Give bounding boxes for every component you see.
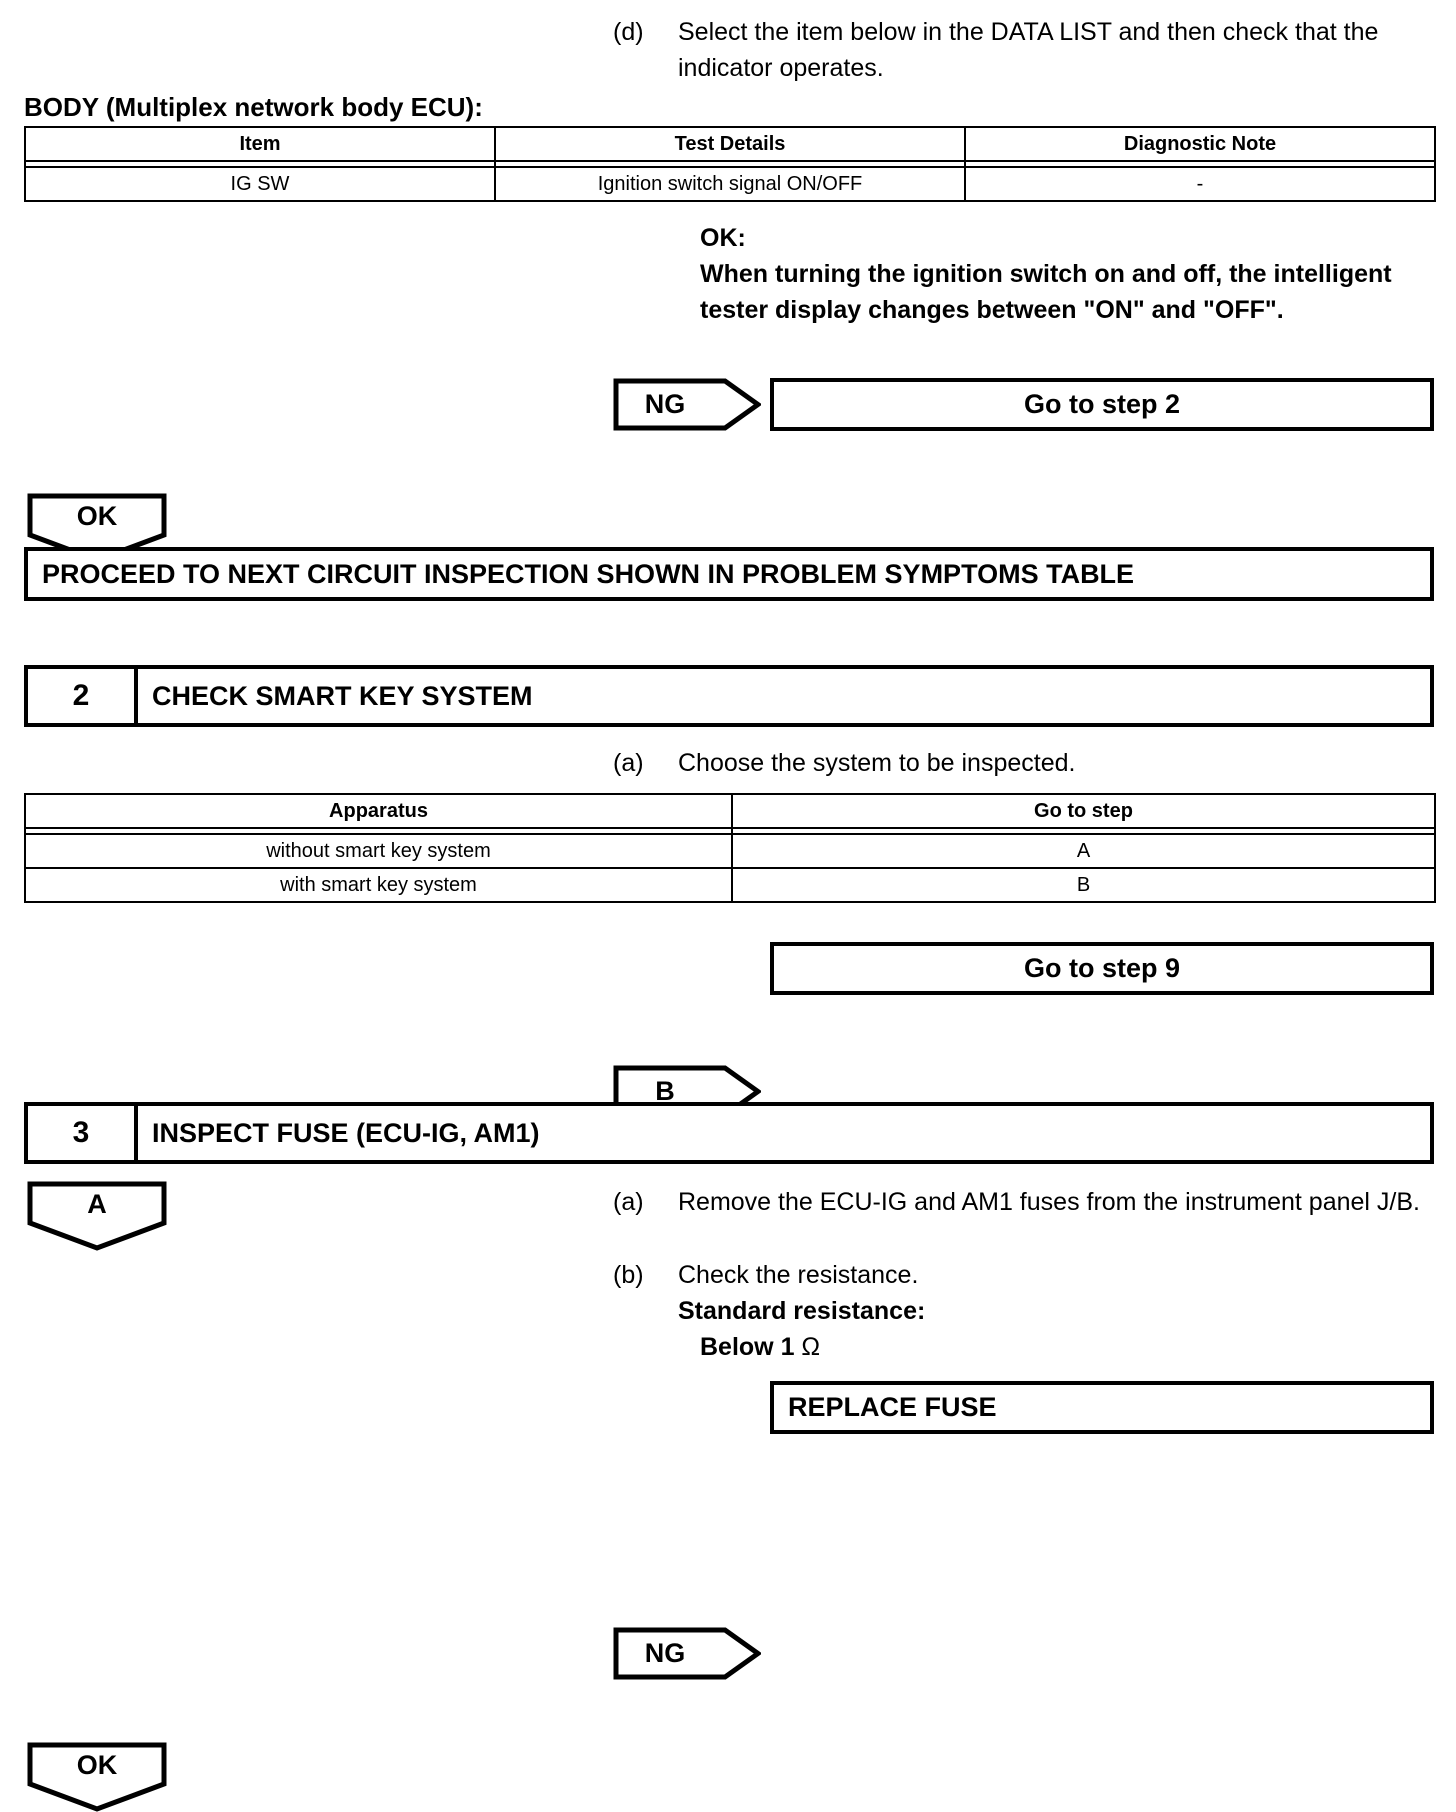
table-separator: [964, 161, 1436, 168]
body-data-list-table: Item Test Details Diagnostic Note IG SW …: [24, 126, 1436, 202]
ohm-symbol: Ω: [801, 1333, 821, 1361]
table-row: without smart key system A: [24, 833, 1436, 869]
table-row: IG SW Ignition switch signal ON/OFF -: [24, 166, 1436, 202]
ok-branch-label: OK: [76, 500, 118, 531]
ng-branch-label: NG: [644, 389, 686, 419]
a-branch-arrow: A: [27, 1181, 167, 1251]
ok-criteria-text: When turning the ignition switch on and …: [700, 260, 1399, 324]
standard-resistance-value: Below 1 Ω: [700, 1329, 820, 1365]
table-header-cell: Item: [24, 126, 496, 162]
a-branch-label: A: [87, 1188, 107, 1219]
step3-ng-branch-label: NG: [644, 1638, 686, 1668]
step3-title: INSPECT FUSE (ECU-IG, AM1): [152, 1117, 540, 1148]
step3-ng-branch-arrow: NG: [613, 1627, 761, 1680]
step1-instruction-marker: (d): [613, 18, 644, 46]
table-cell: -: [964, 166, 1436, 202]
step3-instruction-b-text: Check the resistance.: [678, 1261, 919, 1289]
apparatus-table: Apparatus Go to step without smart key s…: [24, 793, 1436, 903]
table-cell: with smart key system: [24, 867, 733, 903]
replace-fuse-box: REPLACE FUSE: [770, 1381, 1434, 1434]
step2-number: 2: [28, 669, 138, 723]
table-header-cell: Diagnostic Note: [964, 126, 1436, 162]
standard-resistance-label: Standard resistance:: [678, 1297, 926, 1325]
table-cell: IG SW: [24, 166, 496, 202]
standard-resistance-number: Below 1: [700, 1333, 802, 1361]
table-row: with smart key system B: [24, 867, 1436, 903]
table-cell: B: [731, 867, 1436, 903]
pentagon-down-icon: [27, 1181, 167, 1251]
step3-ok-branch-label: OK: [76, 1749, 118, 1780]
ng-result-box-step2: Go to step 2: [770, 378, 1434, 431]
table-cell: without smart key system: [24, 833, 733, 869]
body-table-caption: BODY (Multiplex network body ECU):: [24, 92, 483, 122]
ng-branch-arrow: NG: [613, 378, 761, 431]
step3-number: 3: [28, 1106, 138, 1160]
step2-header: 2 CHECK SMART KEY SYSTEM: [24, 665, 1434, 727]
table-header-cell: Go to step: [731, 793, 1436, 829]
step3-instruction-a-marker: (a): [613, 1188, 644, 1216]
table-separator: [24, 161, 496, 168]
table-header-cell: Test Details: [494, 126, 966, 162]
step3-instruction-a-text: Remove the ECU-IG and AM1 fuses from the…: [678, 1188, 1420, 1216]
proceed-next-inspection-box: PROCEED TO NEXT CIRCUIT INSPECTION SHOWN…: [24, 547, 1434, 601]
table-cell: Ignition switch signal ON/OFF: [494, 166, 966, 202]
step2-title: CHECK SMART KEY SYSTEM: [152, 680, 533, 711]
ok-criteria-label: OK:: [700, 224, 746, 252]
table-header-cell: Apparatus: [24, 793, 733, 829]
step2-instruction-marker: (a): [613, 749, 644, 777]
step3-ok-branch-arrow: OK: [27, 1742, 167, 1812]
step3-header: 3 INSPECT FUSE (ECU-IG, AM1): [24, 1102, 1434, 1164]
step2-instruction-text: Choose the system to be inspected.: [678, 749, 1076, 777]
table-separator: [494, 161, 966, 168]
pentagon-right-icon: [613, 378, 761, 431]
table-separator: [24, 828, 733, 835]
b-result-box-step9: Go to step 9: [770, 942, 1434, 995]
table-separator: [731, 828, 1436, 835]
step3-instruction-b-marker: (b): [613, 1261, 644, 1289]
b-branch-label: B: [655, 1076, 675, 1106]
table-cell: A: [731, 833, 1436, 869]
step1-instruction-text: Select the item below in the DATA LIST a…: [678, 18, 1386, 82]
